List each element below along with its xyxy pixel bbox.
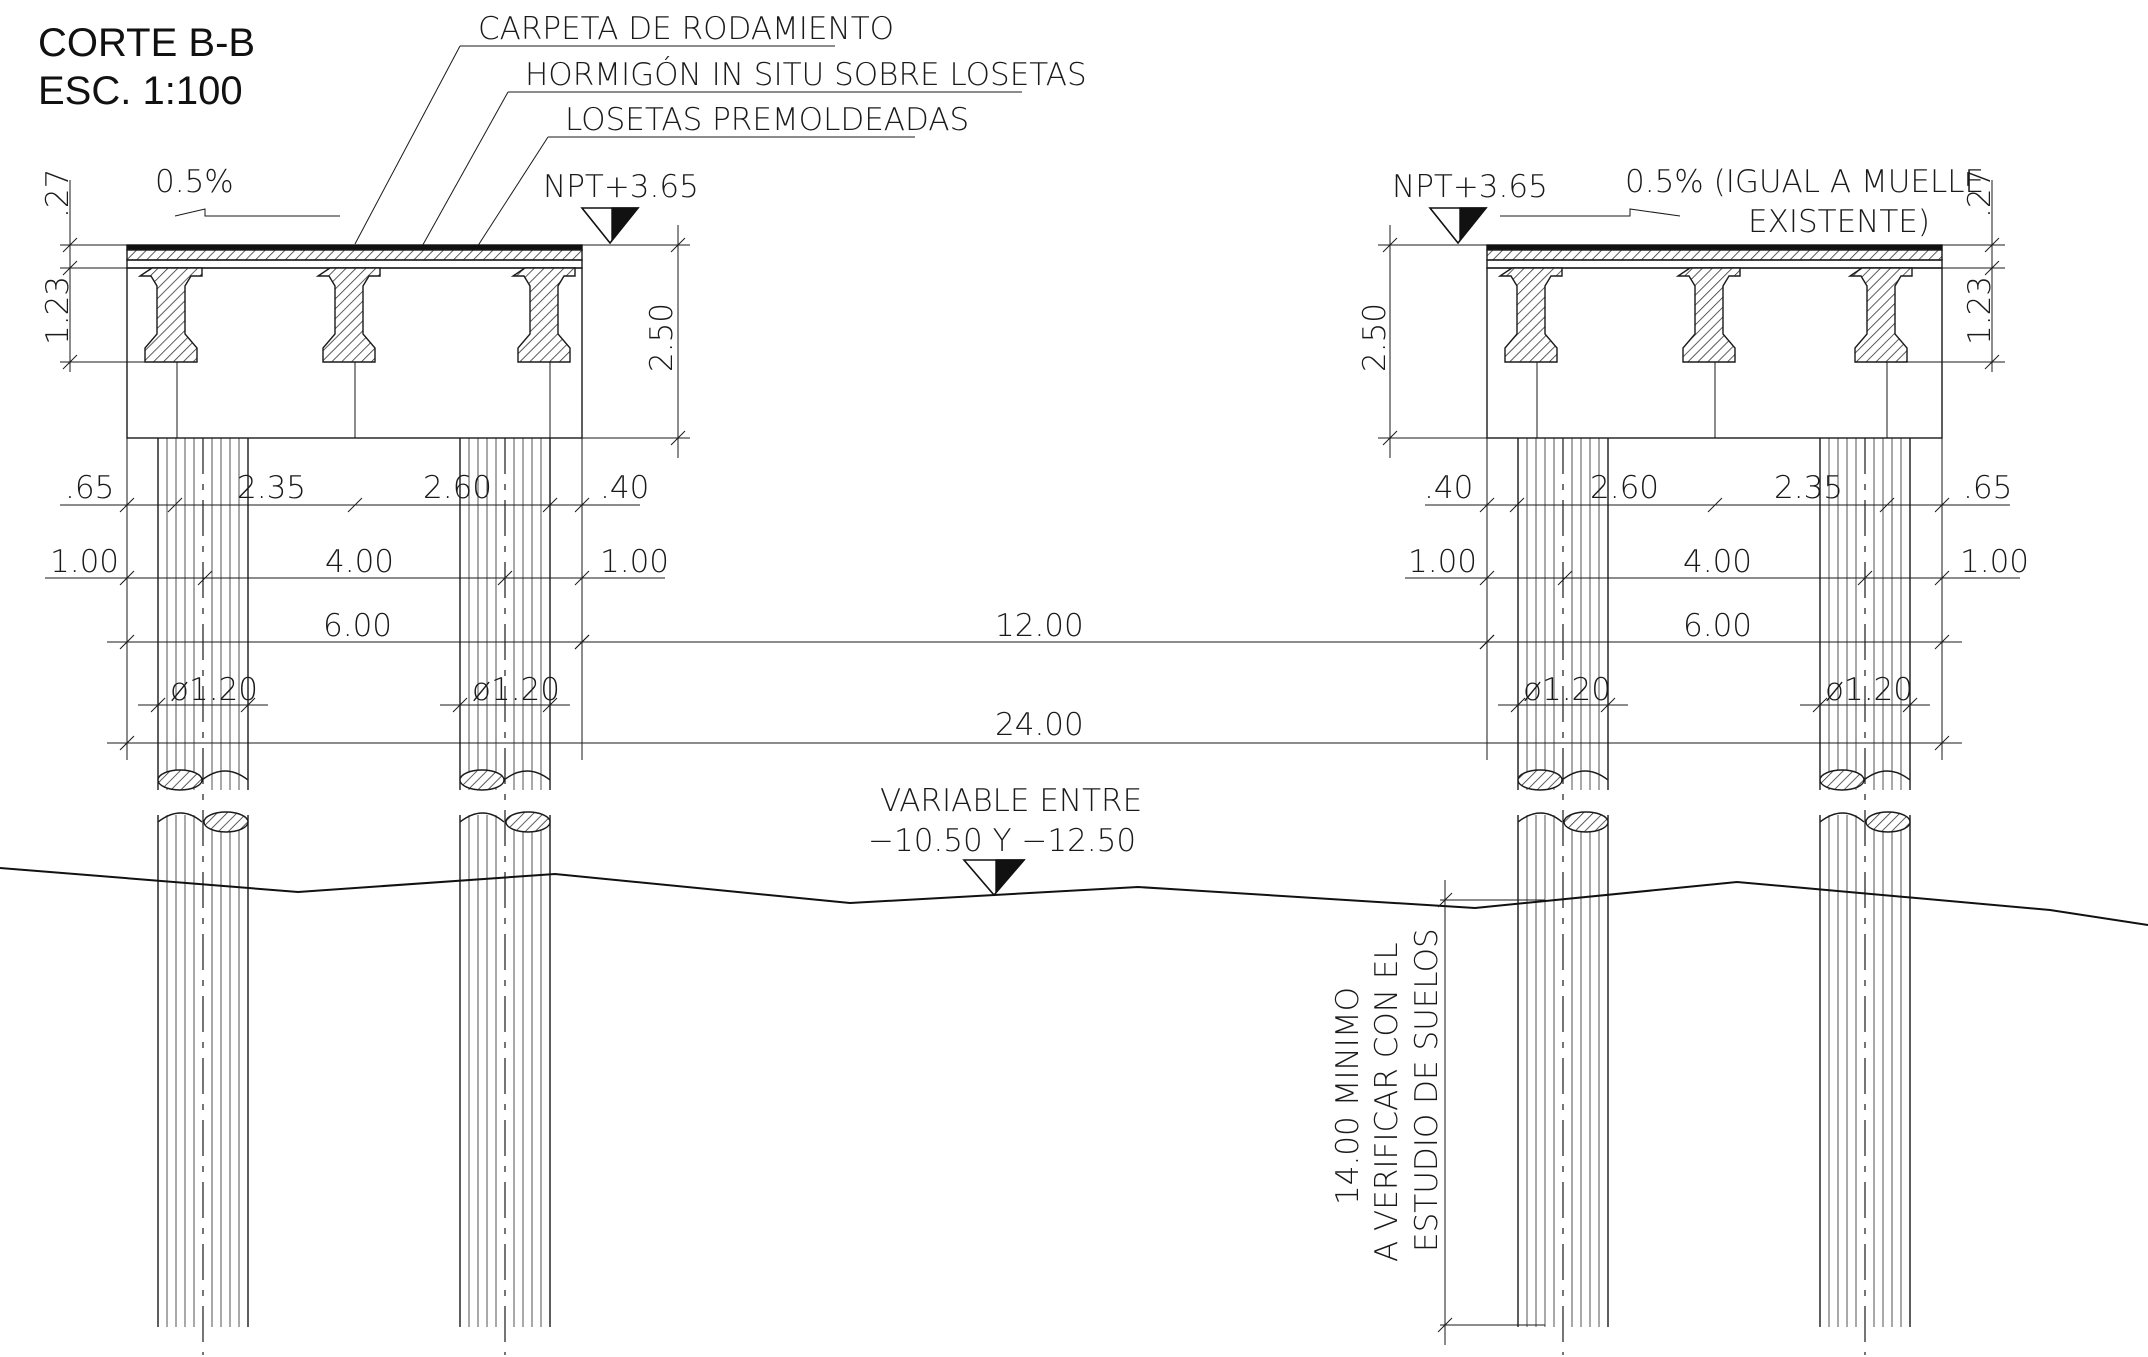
i-beam	[315, 267, 381, 363]
dim-right-r2-0: 1.00	[1408, 544, 1477, 580]
seabed-label-2: −10.50 Y −12.50	[868, 823, 1136, 859]
callout-carpeta: CARPETA DE RODAMIENTO	[478, 11, 894, 47]
dim-right-deck: .27	[1962, 169, 1998, 218]
dim-left-r3: 6.00	[323, 608, 392, 644]
dim-right-r1-1: 2.60	[1590, 470, 1659, 506]
right-precast-beams	[1497, 267, 1913, 438]
dim-left-r1-2: 2.60	[423, 470, 492, 506]
pile-embed-1: 14.00 MINIMO	[1330, 987, 1366, 1205]
dim-right-r1-3: .65	[1963, 470, 2012, 506]
dim-right-r3: 6.00	[1683, 608, 1752, 644]
pile-embed-3: ESTUDIO DE SUELOS	[1409, 928, 1445, 1252]
level-marker-seabed: VARIABLE ENTRE −10.50 Y −12.50	[868, 783, 1142, 897]
pile	[157, 438, 249, 1355]
left-precast-beams	[137, 267, 576, 438]
layer-callouts: CARPETA DE RODAMIENTO HORMIGÓN IN SITU S…	[354, 11, 1087, 259]
slope-right-label-2: EXISTENTE)	[1748, 204, 1930, 240]
piles	[157, 438, 1911, 1355]
i-beam	[1497, 267, 1563, 363]
pile-embed-2: A VERIFICAR CON EL	[1369, 942, 1405, 1262]
callout-losetas: LOSETAS PREMOLDEADAS	[565, 102, 969, 138]
dim-span: 12.00	[995, 608, 1084, 644]
dim-right-r1-0: .40	[1424, 470, 1473, 506]
dim-right-r1-2: 2.35	[1774, 470, 1843, 506]
right-pier-section	[1486, 244, 1943, 439]
dim-left-deck: .27	[40, 169, 76, 218]
i-beam	[1675, 267, 1741, 363]
level-marker-left: NPT+3.65	[543, 169, 699, 245]
dim-total: 24.00	[995, 707, 1084, 743]
dimension-texts: .27 1.23 2.50 .27 1.23 2.50 .65 2.35 2.6…	[40, 169, 2029, 1262]
seabed-label-1: VARIABLE ENTRE	[880, 783, 1142, 819]
dim-left-beam: 1.23	[40, 276, 76, 345]
level-marker-right: NPT+3.65	[1392, 169, 1548, 245]
dim-left-r2-0: 1.00	[50, 544, 119, 580]
slope-left: 0.5%	[155, 164, 340, 217]
dim-right-r2-1: 4.00	[1683, 544, 1752, 580]
dim-right-cap: 2.50	[1357, 303, 1393, 372]
dim-right-r2-2: 1.00	[1960, 544, 2029, 580]
title-line1: CORTE B-B	[38, 21, 255, 65]
callout-hormigon: HORMIGÓN IN SITU SOBRE LOSETAS	[525, 56, 1087, 93]
dim-left-r1-1: 2.35	[237, 470, 306, 506]
dim-left-dia-0: ø1.20	[170, 672, 258, 708]
pile	[1517, 438, 1609, 1355]
dim-left-r2-1: 4.00	[325, 544, 394, 580]
seabed-profile	[0, 867, 2148, 926]
dim-right-dia-1: ø1.20	[1825, 672, 1913, 708]
pile	[459, 438, 551, 1355]
dim-left-r1-3: .40	[600, 470, 649, 506]
slope-right: 0.5% (IGUAL A MUELLE EXISTENTE)	[1500, 164, 1984, 240]
dimension-lines	[45, 180, 2020, 1345]
slope-left-label: 0.5%	[155, 164, 234, 200]
dim-right-dia-0: ø1.20	[1523, 672, 1611, 708]
left-pier-section	[126, 244, 583, 439]
dim-left-r1-0: .65	[65, 470, 114, 506]
dim-left-dia-1: ø1.20	[472, 672, 560, 708]
i-beam	[510, 267, 576, 363]
dim-right-beam: 1.23	[1962, 276, 1998, 345]
npt-left-label: NPT+3.65	[543, 169, 699, 205]
i-beam	[1847, 267, 1913, 363]
dim-left-cap: 2.50	[644, 303, 680, 372]
pile	[1819, 438, 1911, 1355]
npt-right-label: NPT+3.65	[1392, 169, 1548, 205]
drawing-title: CORTE B-B ESC. 1:100	[38, 21, 255, 113]
slope-right-label-1: 0.5% (IGUAL A MUELLE	[1625, 164, 1984, 200]
dim-left-r2-2: 1.00	[600, 544, 669, 580]
title-line2: ESC. 1:100	[38, 69, 243, 113]
i-beam	[137, 267, 203, 363]
